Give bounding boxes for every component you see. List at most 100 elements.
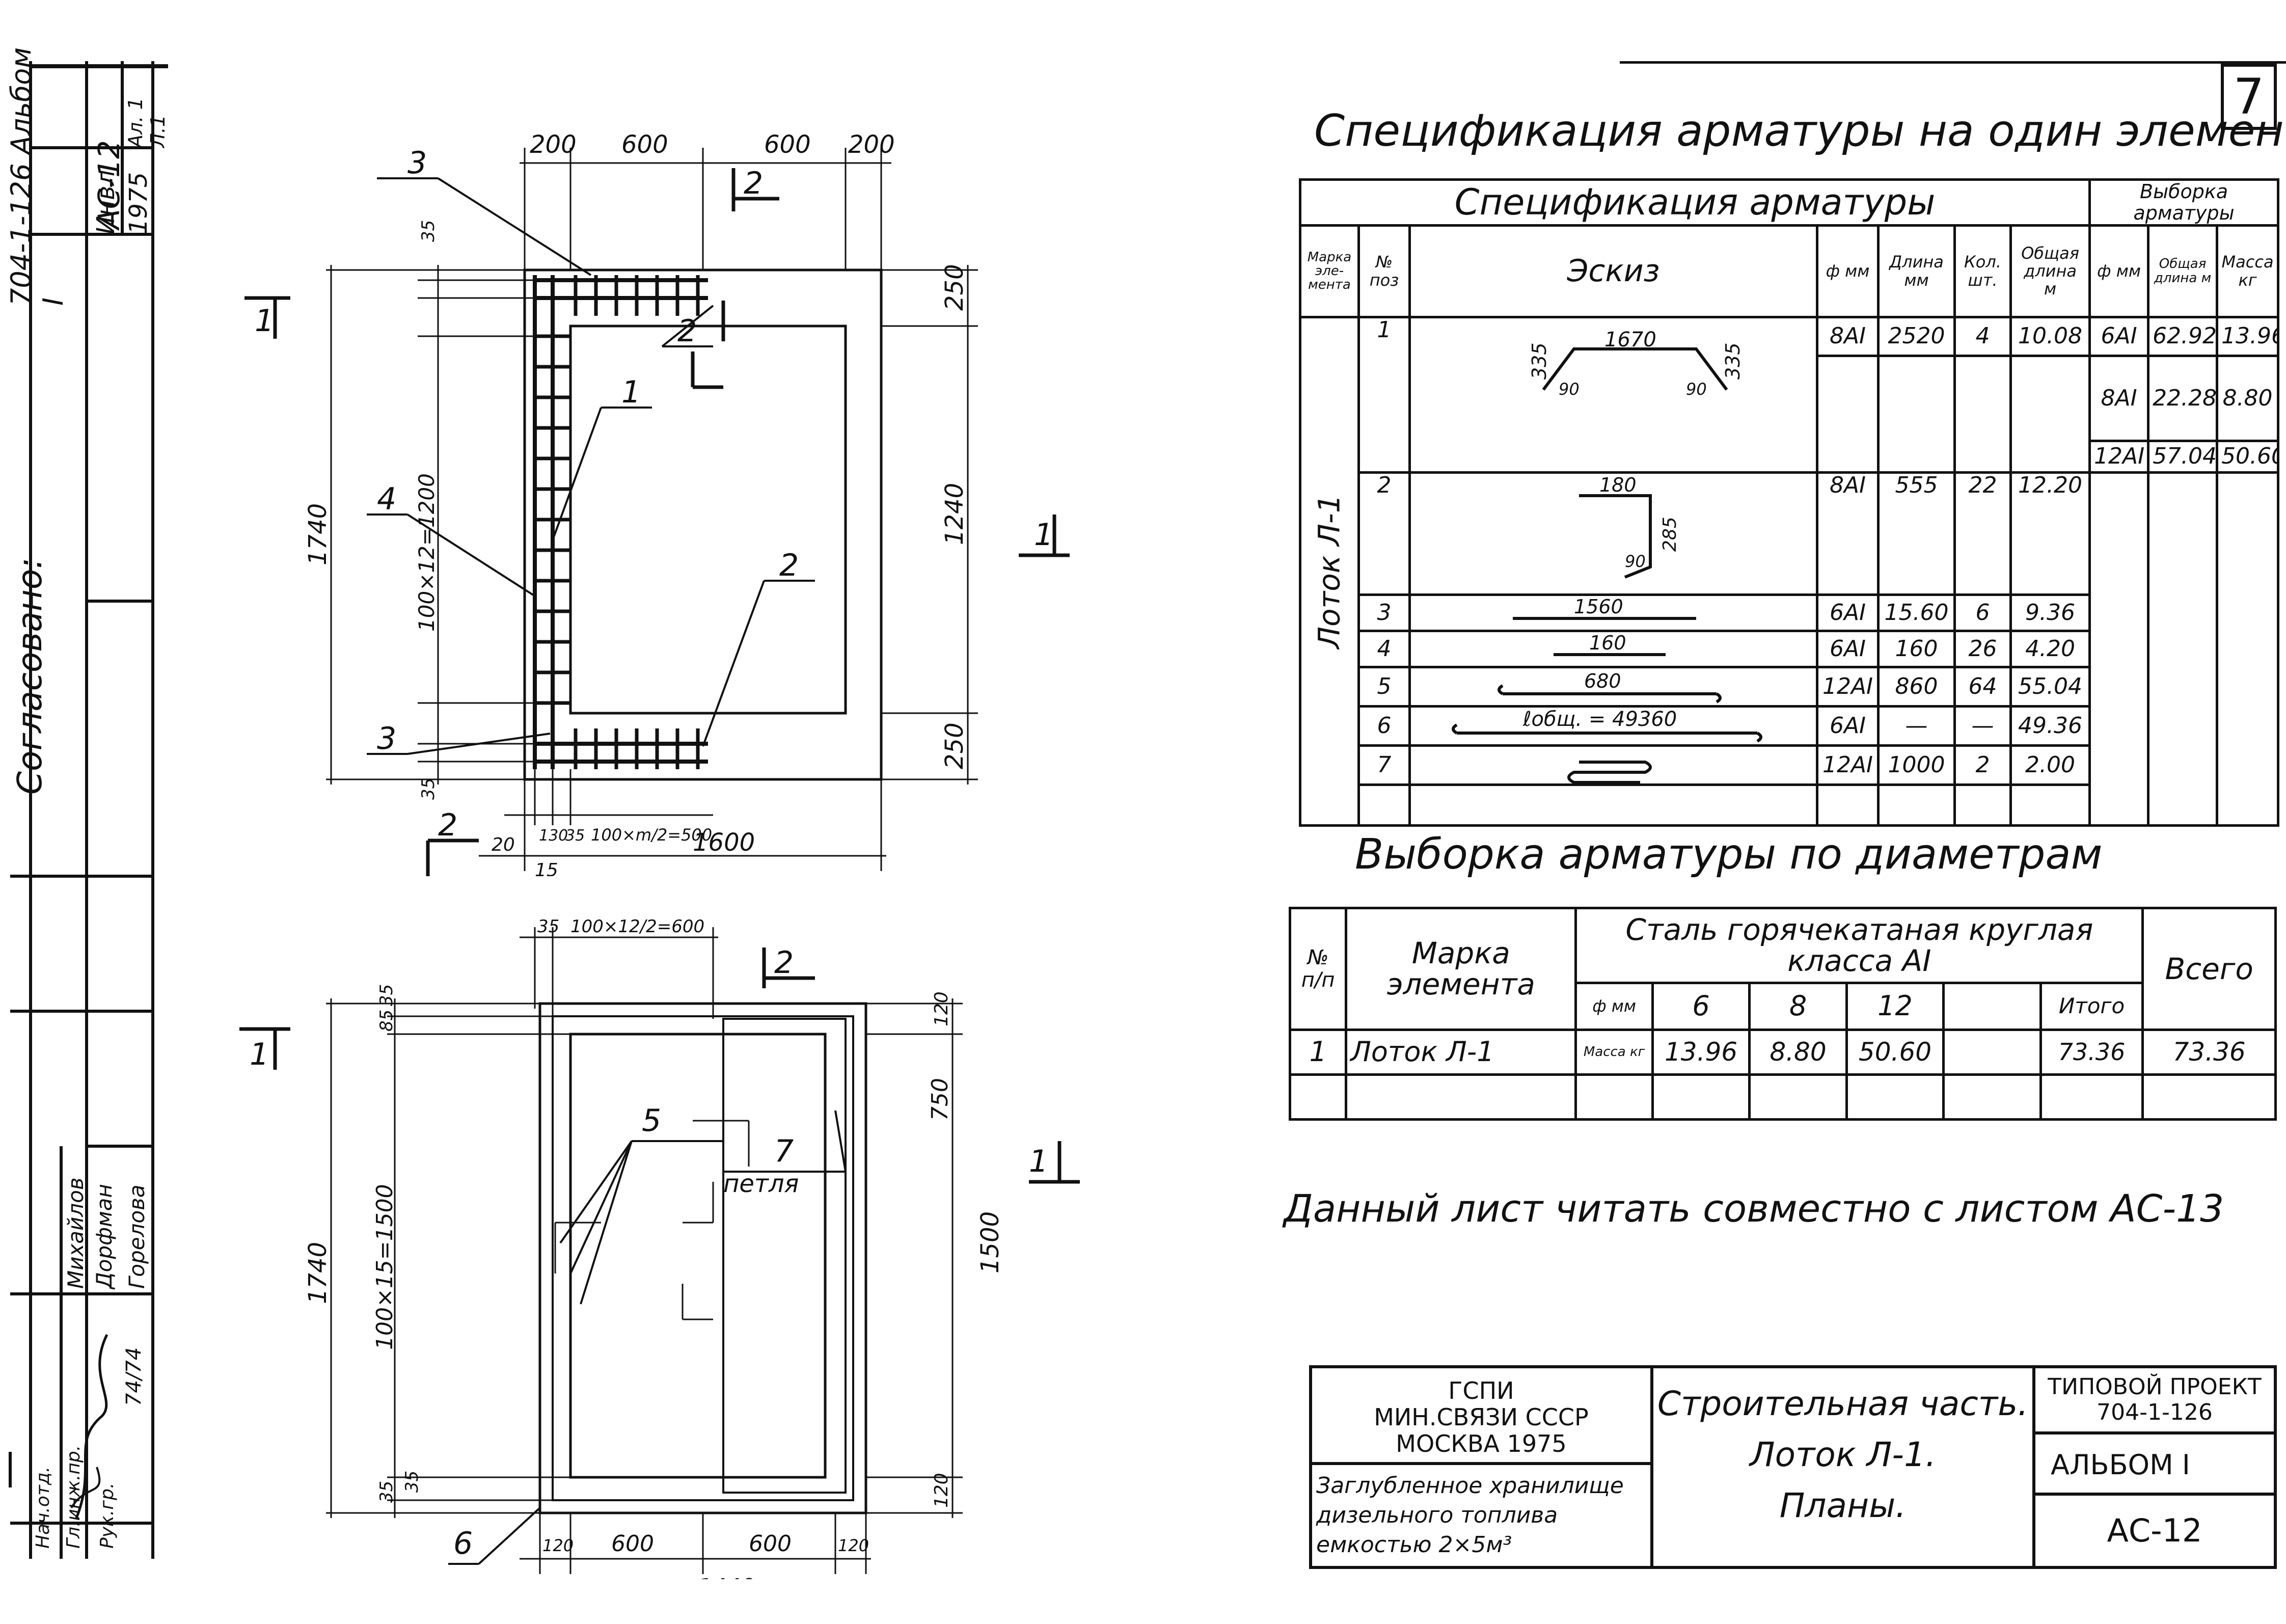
strip-sheet-small: Ал. 1 Л.1 bbox=[124, 97, 169, 148]
section-1-right: 1 bbox=[1034, 517, 1053, 553]
v-h-total: Всего bbox=[2141, 906, 2277, 1032]
strip-role-1: Нач.отд. bbox=[33, 1466, 53, 1549]
stamp-org-1: ГСПИ bbox=[1448, 1377, 1514, 1404]
row5-len: 860 bbox=[1877, 666, 1956, 708]
s1-left: 335 bbox=[1528, 342, 1550, 380]
dim-bottom-15: 15 bbox=[535, 860, 558, 876]
row1-len: 2520 bbox=[1877, 316, 1956, 357]
row2-dia: 8АI bbox=[1816, 471, 1880, 596]
b-dim-bottom-600a: 600 bbox=[611, 1531, 654, 1557]
h-mark: Марка эле- мента bbox=[1299, 224, 1360, 318]
s6-len: ℓобщ. = 49360 bbox=[1522, 708, 1677, 731]
v1-len: 62.92 bbox=[2147, 316, 2219, 357]
stamp-sheet-code: АС-12 bbox=[2107, 1512, 2202, 1549]
row5-qty: 64 bbox=[1953, 666, 2012, 708]
strip-year: 1975 bbox=[124, 172, 153, 234]
strip-invent-label: Инвл bbox=[92, 170, 120, 234]
spec-group-title: Спецификация арматуры bbox=[1298, 178, 2091, 227]
dim-bottom-1600: 1600 bbox=[693, 828, 755, 857]
v-row-empty bbox=[1942, 1028, 2042, 1076]
v-row-mark: Лоток Л-1 bbox=[1345, 1028, 1577, 1076]
stamp-project-code: 704-1-126 bbox=[2097, 1399, 2213, 1425]
h-sketch: Эскиз bbox=[1408, 224, 1818, 318]
h-pos: № поз bbox=[1357, 224, 1411, 318]
s1-a1: 90 bbox=[1559, 380, 1580, 399]
stamp-org-2: МИН.СВЯЗИ СССР bbox=[1374, 1403, 1589, 1431]
v1-mass: 13.96 bbox=[2216, 316, 2280, 357]
b-dim-bottom-1440: 1440 bbox=[698, 1574, 755, 1579]
b-section-1-left: 1 bbox=[250, 1037, 269, 1072]
top-plan-drawing: 200 600 600 200 250 1240 250 1740 100×12… bbox=[244, 130, 1070, 876]
row1-dia: 8АI bbox=[1816, 316, 1880, 357]
row5-dia: 12АI bbox=[1816, 666, 1880, 708]
row1-qty: 4 bbox=[1953, 316, 2012, 357]
row6-pos: 6 bbox=[1357, 705, 1411, 747]
sketch-5-shape: 680 bbox=[1498, 670, 1722, 703]
sketch-7-shape bbox=[1567, 761, 1652, 782]
element-mark-cell: Лоток Л-1 bbox=[1299, 316, 1360, 827]
sketch-3: 1560 bbox=[1408, 593, 1818, 632]
approved-label: Согласовано: bbox=[10, 557, 49, 795]
section-1-left: 1 bbox=[255, 303, 274, 339]
spec-group-vyborka: Выборка арматуры bbox=[2088, 178, 2280, 227]
v-h-itogo: Итого bbox=[2039, 981, 2144, 1032]
row4-len: 160 bbox=[1877, 630, 1956, 668]
dim-bottom-20: 20 bbox=[492, 834, 515, 855]
row1-total: 10.08 bbox=[2009, 316, 2091, 357]
strip-doc-code: 704-1-126 Альбом I bbox=[5, 47, 69, 306]
h-len: Длина мм bbox=[1877, 224, 1956, 318]
sheet-number: 7 bbox=[2221, 64, 2277, 130]
v-row-total: 73.36 bbox=[2141, 1028, 2277, 1076]
dim-right-250a: 250 bbox=[940, 264, 969, 311]
callout-6: 6 bbox=[453, 1526, 473, 1561]
v-h-d6: 6 bbox=[1651, 981, 1751, 1032]
b-section-2-top: 2 bbox=[774, 945, 794, 981]
row6-qty: — bbox=[1953, 705, 2012, 747]
callout-2-top: 2 bbox=[677, 313, 697, 349]
s1-top: 1670 bbox=[1604, 328, 1656, 351]
stamp-object: Заглубленное хранилище дизельного топлив… bbox=[1312, 1465, 1653, 1566]
strip-name-2: Дорфман bbox=[92, 1184, 117, 1289]
section-2-top: 2 bbox=[744, 166, 763, 201]
v-row-unit: Масса кг bbox=[1574, 1028, 1654, 1076]
left-title-strip bbox=[9, 61, 168, 1559]
row3-pos: 3 bbox=[1357, 593, 1411, 632]
callout-3-bottom: 3 bbox=[377, 721, 396, 756]
h-vlen: Общая длина м bbox=[2147, 224, 2219, 318]
signature-marks bbox=[70, 1334, 108, 1519]
sketch-5: 680 bbox=[1408, 666, 1818, 708]
sketch-2: 180 285 90 bbox=[1408, 471, 1818, 596]
s4-len: 160 bbox=[1589, 632, 1626, 654]
callout-1: 1 bbox=[621, 374, 641, 410]
dim-left-35a: 35 bbox=[418, 220, 439, 242]
b-dim-left-35b: 35 bbox=[376, 1481, 397, 1503]
stamp-view: Планы. bbox=[1779, 1486, 1907, 1525]
row2-qty: 22 bbox=[1953, 471, 2012, 596]
h-qty: Кол. шт. bbox=[1953, 224, 2012, 318]
row6-dia: 6АI bbox=[1816, 705, 1880, 747]
v1-dia: 6АI bbox=[2088, 316, 2150, 357]
stamp-org: ГСПИ МИН.СВЯЗИ СССР МОСКВА 1975 bbox=[1312, 1368, 1653, 1465]
strip-name-1: Михайлов bbox=[63, 1177, 88, 1289]
b-dim-left-35a: 35 bbox=[376, 984, 397, 1006]
dim-top-600a: 600 bbox=[621, 130, 668, 159]
section-2-bottom: 2 bbox=[438, 807, 457, 843]
row2-len: 555 bbox=[1877, 471, 1956, 596]
v3-dia: 12АI bbox=[2088, 440, 2150, 474]
row3-len: 15.60 bbox=[1877, 593, 1956, 632]
row6-len: — bbox=[1877, 705, 1956, 747]
row1-pos: 1 bbox=[1357, 316, 1411, 474]
dim-left-35b: 35 bbox=[418, 778, 439, 800]
sketch-1-shape: 1670 335 335 90 90 bbox=[1528, 328, 1744, 399]
b-dim-overall-height: 1740 bbox=[304, 1242, 332, 1304]
v2-mass: 8.80 bbox=[2216, 355, 2280, 442]
row3-qty: 6 bbox=[1953, 593, 2012, 632]
sketch-4-shape: 160 bbox=[1554, 632, 1666, 656]
row3-dia: 6АI bbox=[1816, 593, 1880, 632]
v-h-d12: 12 bbox=[1845, 981, 1945, 1032]
row4-dia: 6АI bbox=[1816, 630, 1880, 668]
title-block: ГСПИ МИН.СВЯЗИ СССР МОСКВА 1975 Заглубле… bbox=[1309, 1365, 2277, 1569]
stamp-org-3: МОСКВА 1975 bbox=[1396, 1430, 1567, 1457]
dim-bottom-35: 35 bbox=[565, 827, 585, 845]
